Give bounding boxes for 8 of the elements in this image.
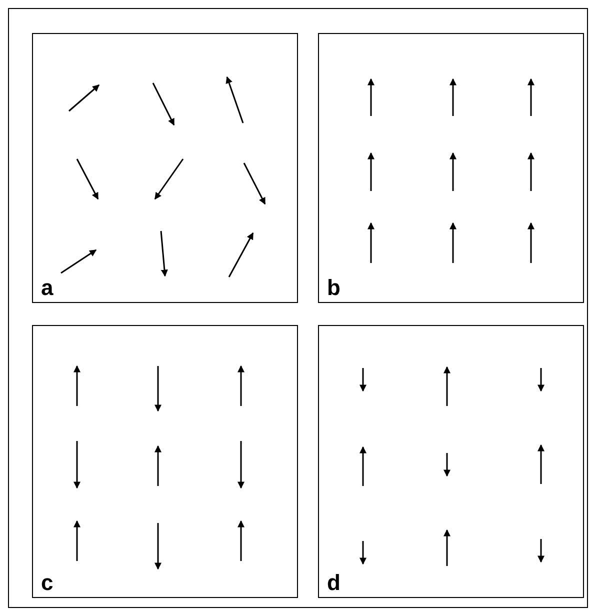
panel-box — [32, 33, 298, 303]
panel-box — [32, 325, 298, 598]
panel-box — [318, 325, 584, 598]
panel-label: a — [41, 276, 54, 300]
panel-box — [318, 33, 584, 303]
panel-label: d — [327, 571, 340, 595]
panel-label: b — [327, 276, 340, 300]
panel-label: c — [41, 571, 54, 595]
